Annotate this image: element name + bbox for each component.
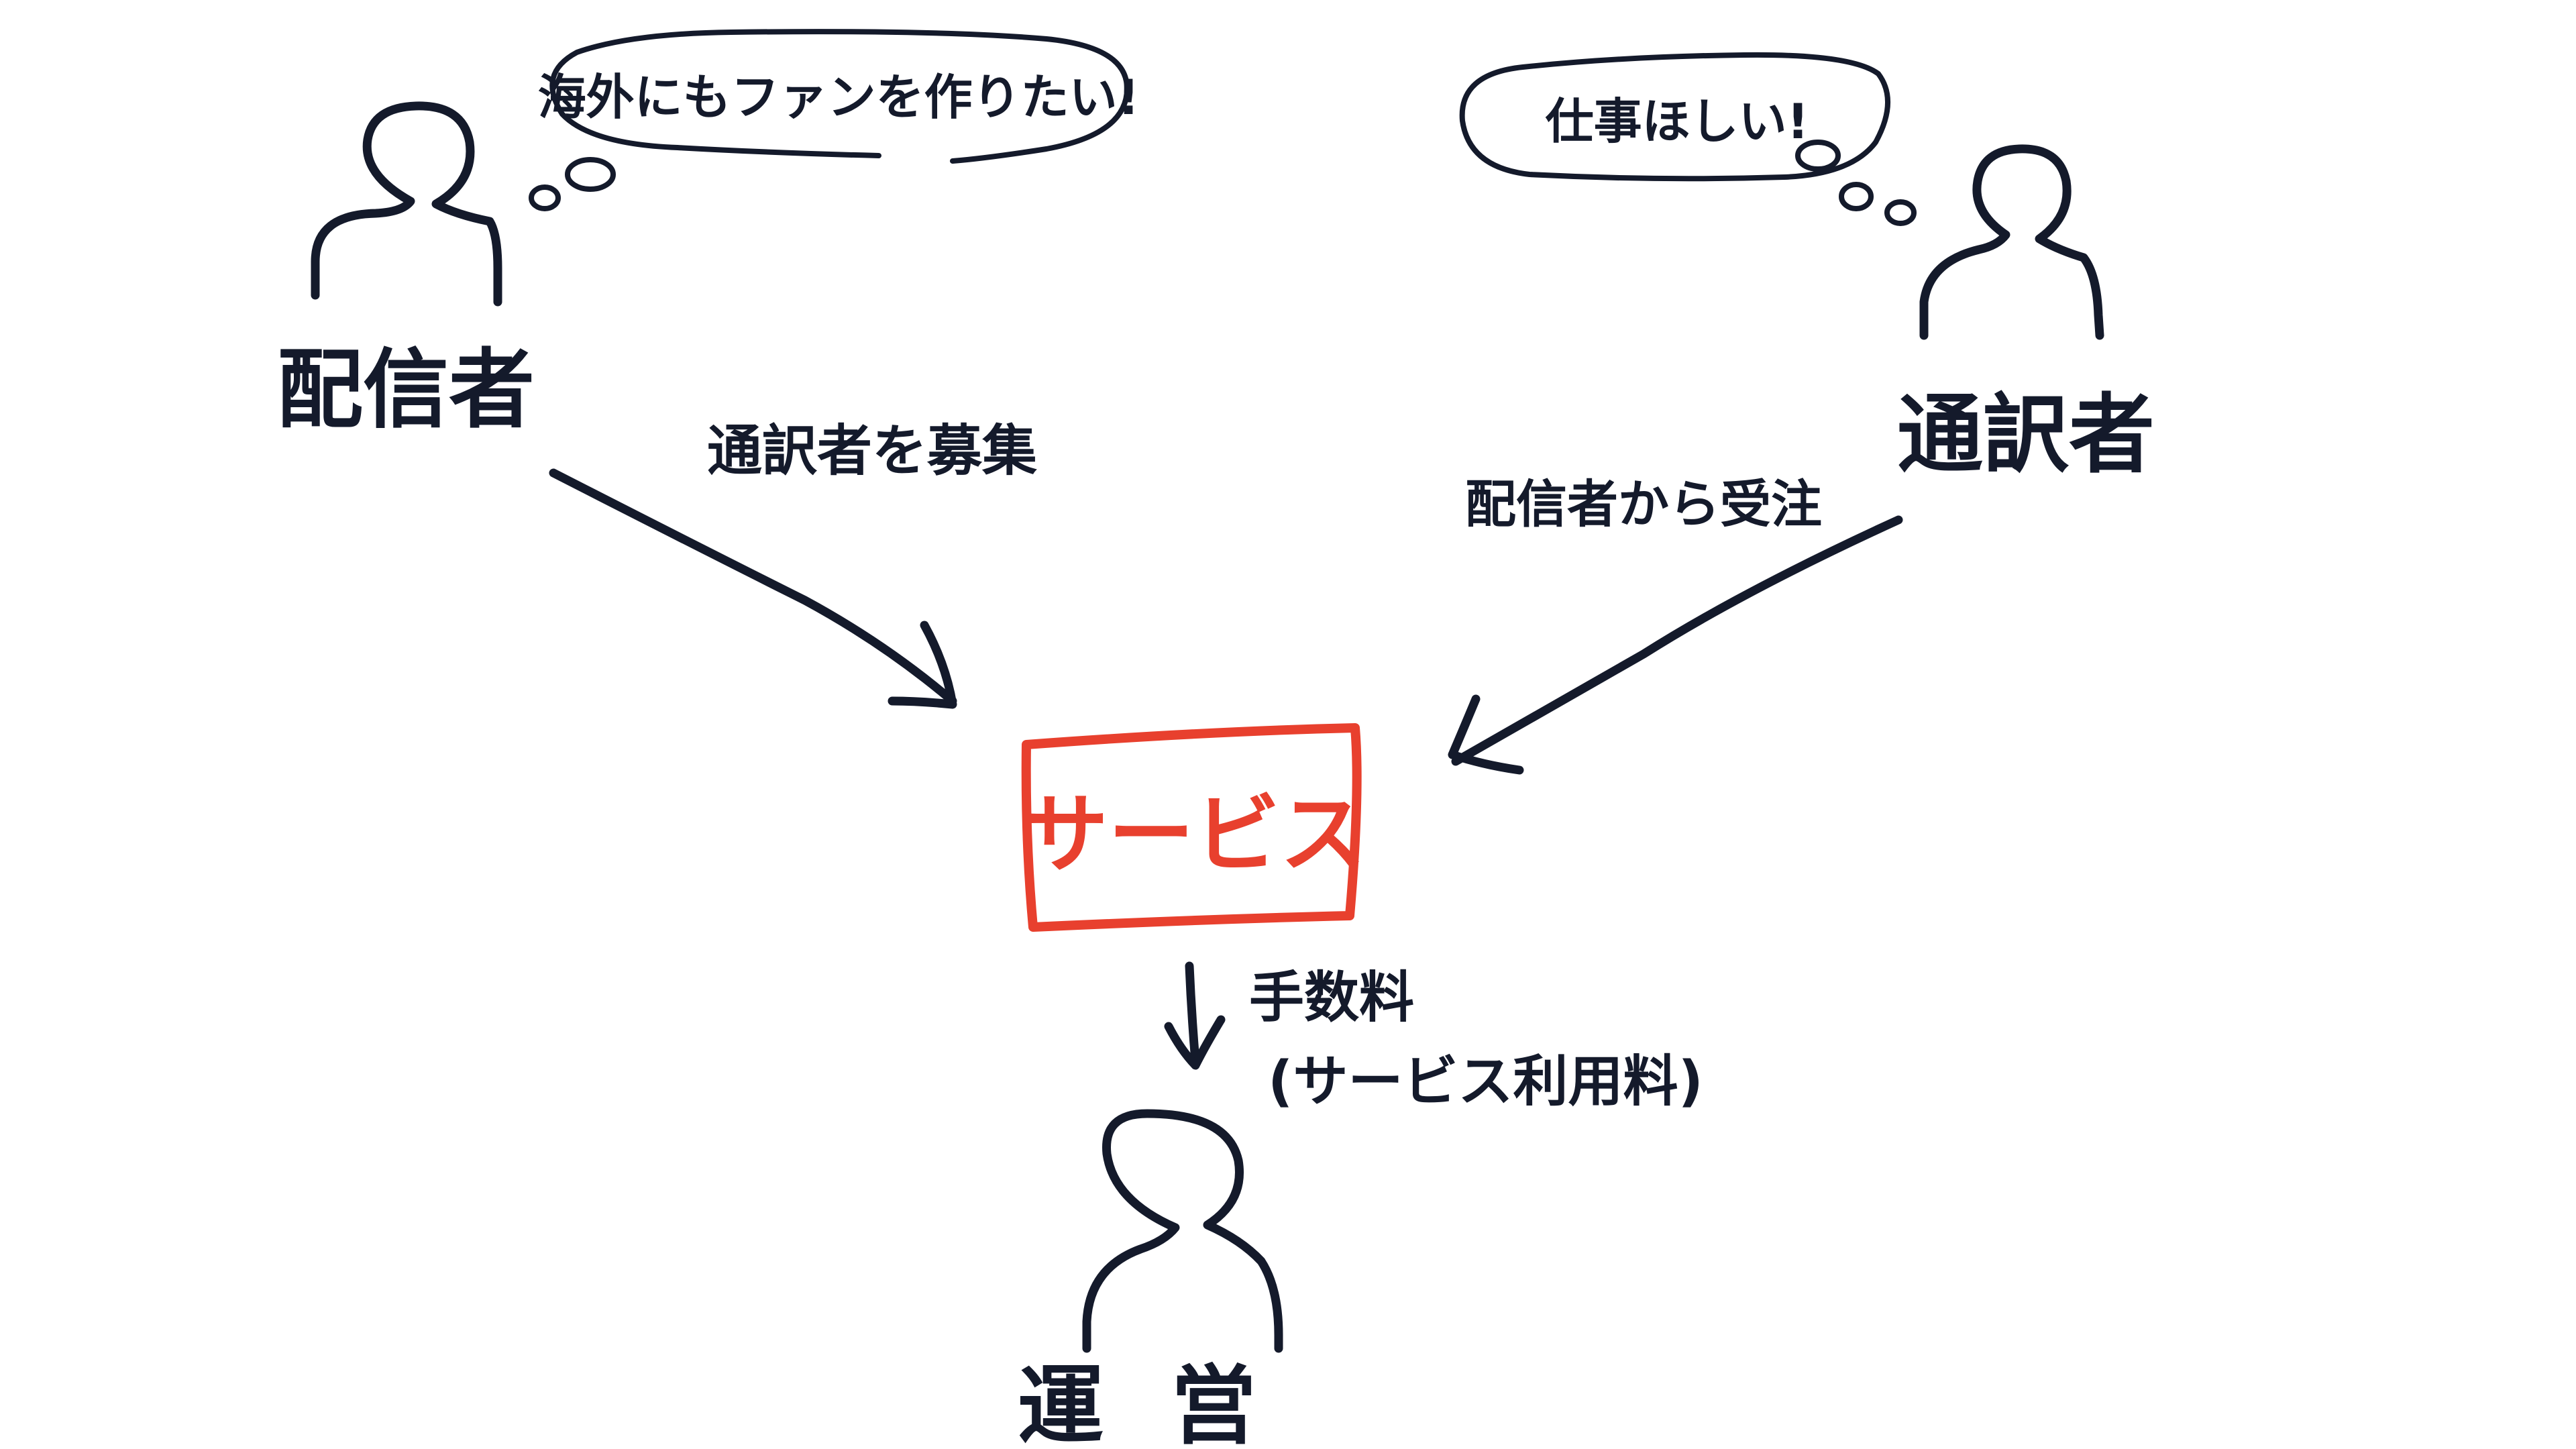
operator-node: 運営 (1018, 1109, 1324, 1449)
streamer-label: 配信者 (277, 340, 535, 440)
edge-label-streamer-to-service: 通訳者を募集 (707, 419, 1037, 483)
operator-label: 運営 (1018, 1356, 1324, 1449)
arrow-streamer-to-service-head (888, 621, 957, 709)
arrow-streamer-to-service-line (549, 468, 957, 706)
arrow-service-to-operator (1164, 961, 1226, 1070)
streamer-node: 海外にもファンを作りたい! 配信者 (277, 29, 1140, 440)
arrow-translator-to-service (1448, 515, 1903, 775)
service-node: サービス (1021, 723, 1366, 932)
service-label: サービス (1022, 785, 1366, 885)
translator-label: 通訳者 (1897, 385, 2155, 485)
arrow-translator-to-service-head (1448, 694, 1524, 775)
arrow-translator-to-service-line (1451, 515, 1903, 766)
streamer-thought-text: 海外にもファンを作りたい! (538, 69, 1140, 125)
streamer-thought-dot-small (529, 184, 561, 211)
translator-thought-text: 仕事ほしい! (1546, 93, 1809, 150)
arrow-service-to-operator-line (1185, 961, 1200, 1066)
translator-person-icon (1919, 144, 2104, 340)
translator-thought-dot-small (1884, 199, 1917, 226)
translator-thought-dot-large (1795, 140, 1841, 172)
streamer-person-icon (311, 101, 502, 307)
arrow-streamer-to-service (549, 468, 957, 709)
edge-label-translator-to-service: 配信者から受注 (1465, 474, 1822, 534)
translator-thought-dot-medium (1839, 182, 1874, 211)
translator-thought-bubble (1459, 52, 1891, 182)
edge-label-fee-detail: (サービス利用料) (1268, 1050, 1703, 1114)
arrow-service-to-operator-head (1164, 1015, 1226, 1070)
service-box (1021, 723, 1362, 932)
translator-node: 仕事ほしい! 通訳者 (1459, 52, 2155, 485)
streamer-thought-bubble (549, 29, 1130, 164)
operator-person-icon (1082, 1109, 1283, 1353)
edge-label-fee: 手数料 (1249, 966, 1414, 1030)
streamer-thought-dot-large (565, 157, 616, 192)
